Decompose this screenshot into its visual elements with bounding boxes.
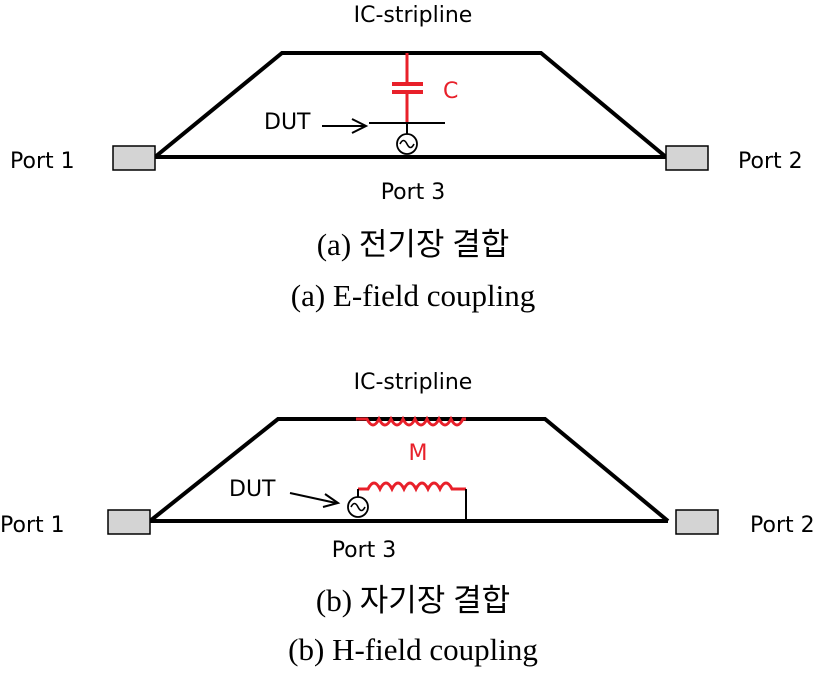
port1-box-b <box>107 509 151 535</box>
stripline-title-b: IC-stripline <box>354 370 473 395</box>
mutual-inductance-label: M <box>409 441 428 466</box>
inductor-coil-bottom <box>358 481 466 493</box>
diagram-a: IC-stripline Port 1 Port 2 Port 3 C DUT <box>10 3 803 313</box>
diagram-b: IC-stripline Port 1 Port 2 Port 3 M DUT … <box>0 370 815 667</box>
port2-label-b: Port 2 <box>750 513 815 538</box>
port1-box-a <box>112 145 156 171</box>
dut-arrow-a <box>322 118 369 134</box>
dut-label-b: DUT <box>229 477 276 502</box>
ac-source-icon-b <box>347 496 369 518</box>
dut-arrow-b <box>289 492 341 508</box>
ac-source-icon-a <box>396 133 418 155</box>
port2-label-a: Port 2 <box>738 149 803 174</box>
port2-box-b <box>675 509 719 535</box>
port2-box-a <box>665 145 709 171</box>
capacitor-label: C <box>443 79 458 104</box>
port1-label-a: Port 1 <box>10 149 75 174</box>
stripline-conductor-a <box>153 51 668 159</box>
stripline-conductor-b <box>148 417 670 523</box>
caption-korean-a: (a) 전기장 결합 <box>317 227 510 262</box>
port1-label-b: Port 1 <box>0 513 65 538</box>
capacitor-coupling-a <box>392 53 423 123</box>
stripline-title-a: IC-stripline <box>354 3 473 28</box>
caption-korean-b: (b) 자기장 결합 <box>316 583 510 618</box>
inductor-coil-top <box>356 415 466 427</box>
port3-label-a: Port 3 <box>381 180 446 205</box>
dut-label-a: DUT <box>264 110 311 135</box>
caption-english-a: (a) E-field coupling <box>291 278 535 313</box>
port3-label-b: Port 3 <box>332 538 397 563</box>
caption-english-b: (b) H-field coupling <box>288 632 538 667</box>
